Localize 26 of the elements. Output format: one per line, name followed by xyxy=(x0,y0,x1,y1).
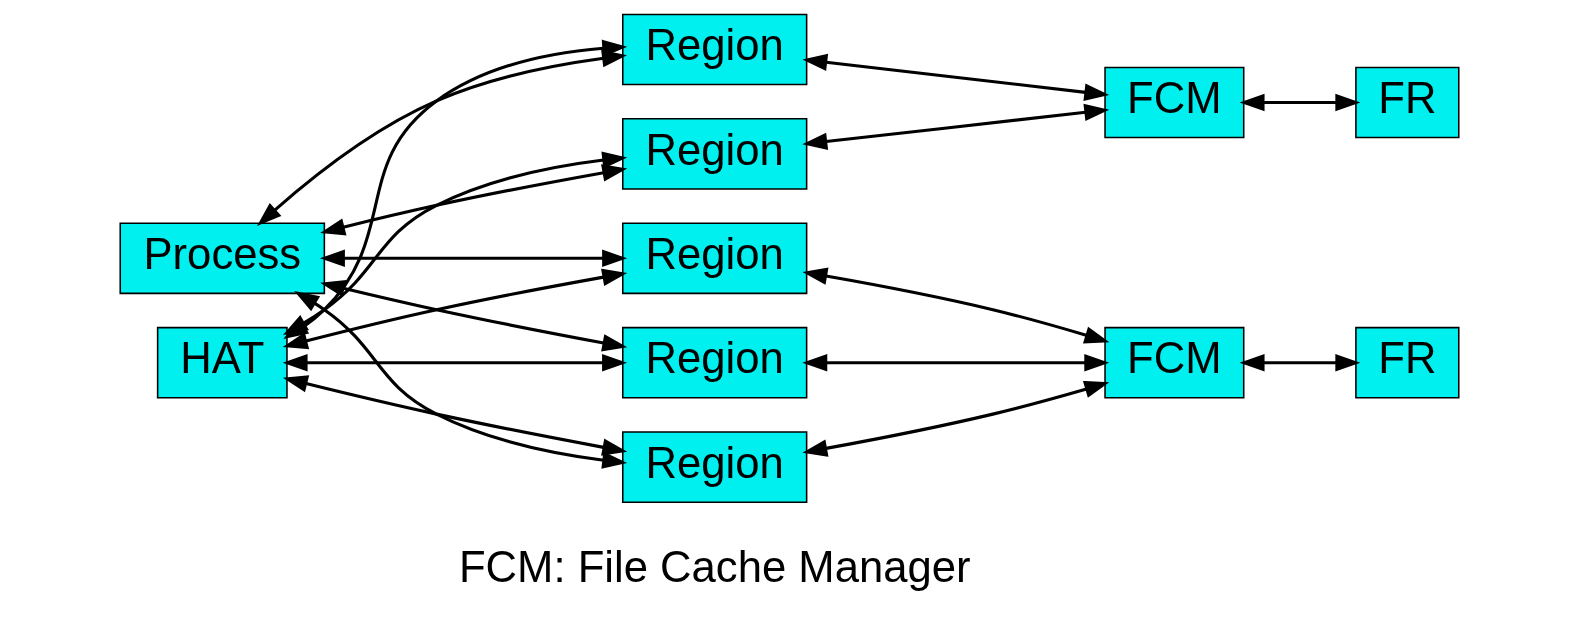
arrow xyxy=(802,381,1110,457)
arrow xyxy=(282,375,628,456)
arrow xyxy=(802,267,1110,344)
node-box: FCM xyxy=(1104,66,1245,139)
node-box: FR xyxy=(1355,66,1460,139)
arrow xyxy=(256,49,627,227)
node-box: Region xyxy=(622,222,808,295)
node-box: Process xyxy=(119,222,326,295)
node-box: Region xyxy=(622,118,808,190)
node-box: Region xyxy=(622,326,808,399)
arrow xyxy=(802,53,1110,101)
arrow xyxy=(802,353,1110,372)
arrow xyxy=(320,164,628,236)
label: FCM: File Cache Manager xyxy=(458,543,971,592)
arrow xyxy=(294,290,628,469)
arrow xyxy=(1239,93,1361,112)
node-box: HAT xyxy=(156,326,288,399)
node-box: Region xyxy=(622,431,808,503)
arrow xyxy=(282,151,628,335)
arrow xyxy=(319,249,628,268)
arrow xyxy=(802,103,1110,151)
node-box: FR xyxy=(1355,326,1460,399)
arrow xyxy=(282,353,628,372)
node-box: Region xyxy=(622,13,808,86)
arrow xyxy=(1239,353,1361,372)
node-box: FCM xyxy=(1104,326,1245,399)
